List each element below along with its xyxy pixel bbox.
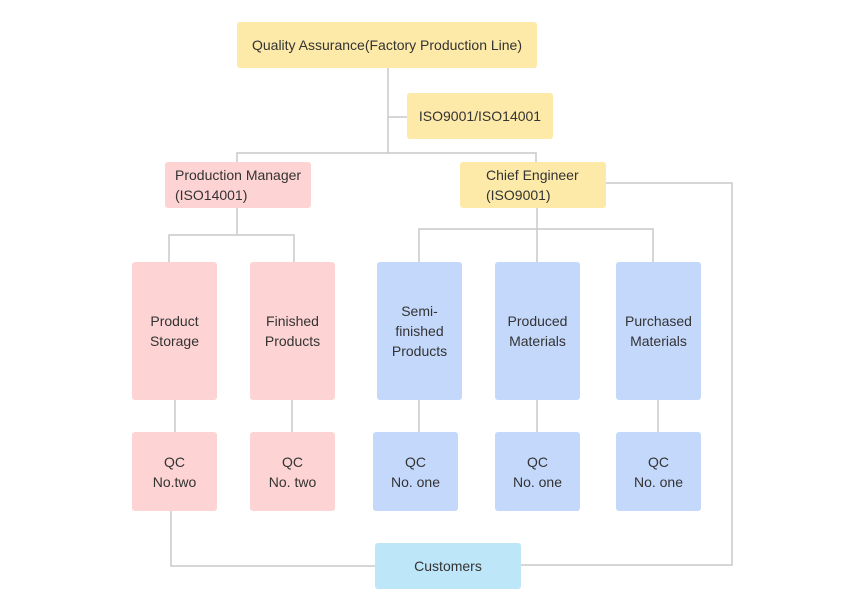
product-storage-node: Product Storage bbox=[132, 262, 217, 400]
production-manager-node: Production Manager (ISO14001) bbox=[165, 162, 311, 208]
semi-finished-products-node: Semi- finished Products bbox=[377, 262, 462, 400]
customers-node: Customers bbox=[375, 543, 521, 589]
finished-products-label: Finished Products bbox=[264, 313, 321, 349]
production-manager-label: Production Manager (ISO14001) bbox=[175, 167, 302, 203]
produced-materials-node: Produced Materials bbox=[495, 262, 580, 400]
purchased-materials-node: Purchased Materials bbox=[616, 262, 701, 400]
product-storage-label: Product Storage bbox=[149, 313, 200, 349]
connector-root-managers bbox=[236, 152, 537, 162]
qc-produced-materials-label: QC No. one bbox=[512, 453, 563, 490]
semi-finished-products-label: Semi- finished Products bbox=[391, 303, 448, 359]
qc-semi-finished-label: QC No. one bbox=[390, 453, 441, 490]
qc-product-storage-node: QC No.two bbox=[132, 432, 217, 511]
connector-chief-engineer-children bbox=[418, 228, 654, 262]
quality-assurance-label: Quality Assurance(Factory Production Lin… bbox=[251, 37, 522, 53]
qc-semi-finished-node: QC No. one bbox=[373, 432, 458, 511]
chief-engineer-label: Chief Engineer (ISO9001) bbox=[486, 167, 579, 203]
qc-product-storage-label: QC No.two bbox=[152, 453, 197, 490]
purchased-materials-label: Purchased Materials bbox=[625, 313, 692, 349]
qc-finished-products-label: QC No. two bbox=[268, 453, 317, 490]
qc-purchased-materials-label: QC No. one bbox=[633, 453, 684, 490]
produced-materials-label: Produced Materials bbox=[507, 313, 568, 349]
finished-products-node: Finished Products bbox=[250, 262, 335, 400]
connector-qc-customers bbox=[170, 510, 375, 567]
qc-purchased-materials-node: QC No. one bbox=[616, 432, 701, 511]
connector-chief-engineer-customers bbox=[521, 182, 733, 566]
iso-standards-label: ISO9001/ISO14001 bbox=[418, 108, 542, 124]
customers-label: Customers bbox=[414, 558, 482, 574]
qc-produced-materials-node: QC No. one bbox=[495, 432, 580, 511]
connector-production-manager-children bbox=[168, 234, 295, 262]
chief-engineer-node: Chief Engineer (ISO9001) bbox=[460, 162, 606, 208]
iso-standards-node: ISO9001/ISO14001 bbox=[407, 93, 553, 139]
quality-assurance-node: Quality Assurance(Factory Production Lin… bbox=[237, 22, 537, 68]
qc-finished-products-node: QC No. two bbox=[250, 432, 335, 511]
